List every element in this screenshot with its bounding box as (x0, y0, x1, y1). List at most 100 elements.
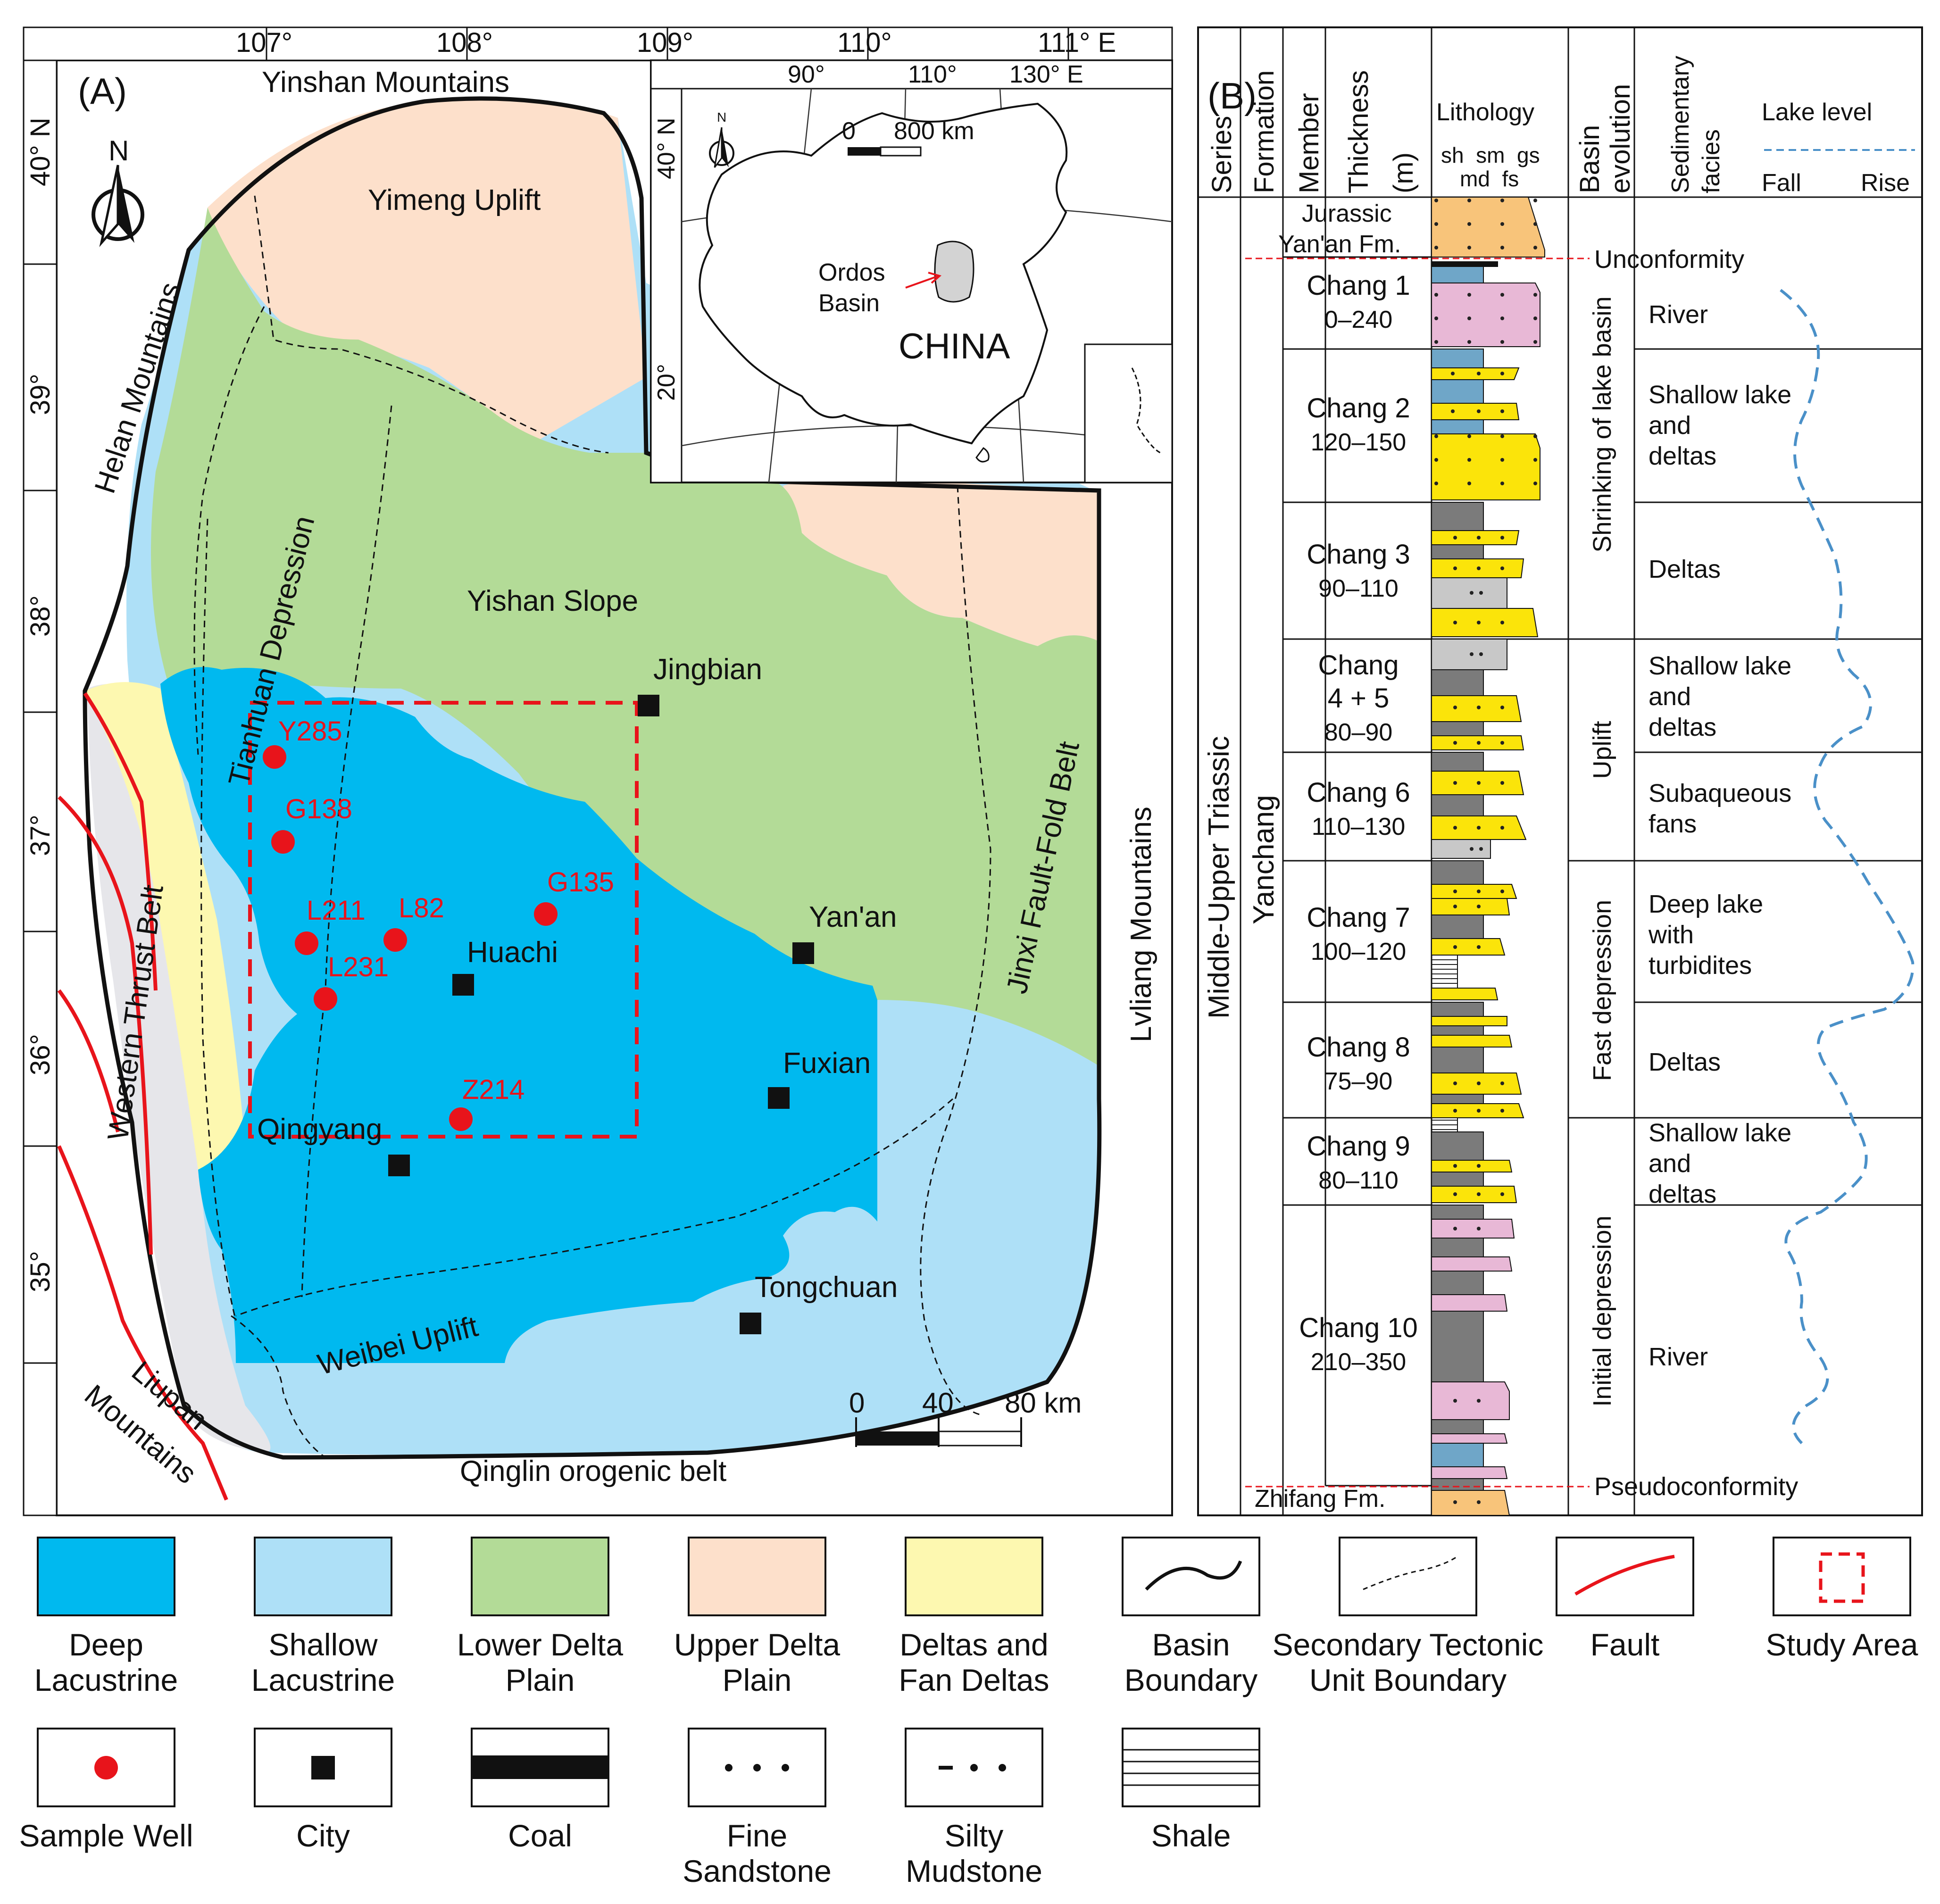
scale-tick: 40 (922, 1387, 954, 1419)
well-z214: Z214 (462, 1074, 525, 1105)
well-icon (263, 745, 286, 769)
unconformity-label: Unconformity (1594, 245, 1744, 274)
well-icon (534, 902, 558, 926)
inset-country-label: CHINA (899, 326, 1010, 366)
well-l82: L82 (399, 893, 444, 923)
member-name: Chang 1 (1307, 270, 1410, 301)
evolution-stage: Uplift (1588, 721, 1616, 779)
facies-label: and (1649, 411, 1691, 440)
legend-label: Basin (1152, 1627, 1230, 1662)
facies-label: Shallow lake (1649, 652, 1791, 680)
inset-north-label: N (717, 110, 726, 125)
legend-label-2: Plain (506, 1663, 575, 1697)
well-g135: G135 (547, 867, 614, 898)
well-icon (271, 830, 295, 854)
facies-label: and (1649, 1149, 1691, 1178)
legend: Deep Lacustrine Shallow Lacustrine Lower… (19, 1537, 1918, 1888)
header-lithology: Lithology (1436, 99, 1534, 126)
lon-label: 111° E (1038, 27, 1116, 58)
legend-label: Sample Well (19, 1818, 193, 1853)
legend-label: Fine (727, 1818, 787, 1853)
map-scale-bar: 0 40 80 km (849, 1387, 1082, 1447)
basin-upper-delta-plain (208, 98, 646, 443)
evolution-stage: Initial depression (1588, 1215, 1616, 1406)
member-thickness: 90–110 (1318, 575, 1399, 602)
header-formation: Formation (1249, 70, 1280, 193)
city-markers: Jingbian Yan'an Huachi Fuxian Qingyang T… (257, 653, 898, 1334)
member-thickness: 0–240 (1324, 306, 1393, 333)
facies-label: River (1649, 1343, 1708, 1371)
facies-label: Deltas (1649, 1048, 1721, 1076)
header-member: Member (1294, 93, 1324, 193)
north-label: N (108, 135, 129, 166)
member-thickness: 120–150 (1311, 429, 1406, 456)
basin-lower-delta-plain (151, 208, 1099, 1066)
lat-label: 35° (25, 1251, 56, 1292)
facies-label: deltas (1649, 713, 1716, 741)
member-thickness: 80–90 (1324, 719, 1393, 746)
label-qinling: Qinglin orogenic belt (460, 1455, 726, 1488)
basin-boundary-line (83, 96, 1102, 1460)
pseudoconformity-label: Pseudoconformity (1594, 1472, 1798, 1501)
well-g138: G138 (285, 794, 352, 824)
inset-north-arrow-icon: N (709, 110, 734, 168)
header-thickness: Thickness (1343, 70, 1374, 193)
city-icon (792, 942, 814, 964)
well-l211: L211 (307, 895, 366, 926)
inset-basin-label: Ordos (818, 259, 885, 286)
basin-deep-lacustrine (160, 667, 877, 1363)
city-huachi: Huachi (467, 936, 558, 969)
header-basin-evolution-2: evolution (1605, 84, 1636, 193)
evolution-stage: Fast depression (1588, 900, 1616, 1081)
header-lake-level: Lake level (1762, 99, 1872, 126)
lake-level-curve (1780, 289, 1915, 1445)
legend-swatch-lower-delta (471, 1537, 609, 1616)
member-name: Chang 2 (1307, 393, 1410, 424)
facies-label: Shallow lake (1649, 381, 1791, 409)
lat-label: 38° (25, 595, 56, 637)
member-name: Chang 6 (1307, 777, 1410, 808)
formation-label: Yanchang (1248, 795, 1280, 924)
member-name: Chang 7 (1307, 902, 1410, 933)
well-icon (94, 1756, 118, 1779)
lat-label: 37° (25, 815, 56, 856)
well-icon (449, 1107, 473, 1131)
well-icon (383, 928, 407, 952)
facies-label: fans (1649, 810, 1697, 838)
lithology-column (1431, 197, 1545, 1516)
legend-swatch-basin-boundary (1122, 1537, 1260, 1616)
legend-swatch-shale (1122, 1728, 1260, 1807)
label-lvliang: Lvliang Mountains (1125, 806, 1157, 1042)
legend-label-2: Sandstone (683, 1854, 832, 1888)
member-thickness: 100–120 (1311, 938, 1406, 965)
member-thickness: 110–130 (1312, 813, 1406, 840)
legend-label-2: Unit Boundary (1309, 1663, 1507, 1697)
facies-label: Shallow lake (1649, 1119, 1791, 1147)
sample-wells: Y285 G138 L211 L82 G135 L231 Z214 (263, 716, 614, 1131)
city-fuxian: Fuxian (783, 1047, 871, 1080)
facies-label: deltas (1649, 1180, 1716, 1208)
legend-label: Shale (1151, 1818, 1231, 1853)
city-icon (638, 695, 659, 716)
legend-label-2: Mudstone (906, 1854, 1042, 1888)
header-basin-evolution: Basin (1574, 125, 1605, 193)
city-jingbian: Jingbian (653, 653, 762, 686)
inset-china-map: 90° 110° 130° E 40° N 20° 0 800 km Ordos… (650, 59, 1173, 483)
lon-label: 109° (637, 27, 693, 58)
coal-icon (473, 1755, 608, 1779)
facies-label: turbidites (1649, 951, 1752, 980)
lith-dots (1451, 372, 1504, 1504)
member-name: Chang (1318, 650, 1399, 681)
label-yinshan: Yinshan Mountains (262, 66, 509, 99)
inset-lon-label: 110° (908, 61, 957, 88)
scale-tick: 80 km (1005, 1387, 1082, 1419)
legend-label: Coal (508, 1818, 572, 1853)
legend-swatch-shallow-lacustrine (254, 1537, 392, 1616)
header-rise: Rise (1861, 169, 1910, 197)
facies-label: Deep lake (1649, 890, 1763, 918)
city-icon (740, 1313, 761, 1334)
well-l231: L231 (328, 952, 389, 982)
study-area-box (248, 701, 639, 1139)
legend-swatch-study-area (1773, 1537, 1911, 1616)
